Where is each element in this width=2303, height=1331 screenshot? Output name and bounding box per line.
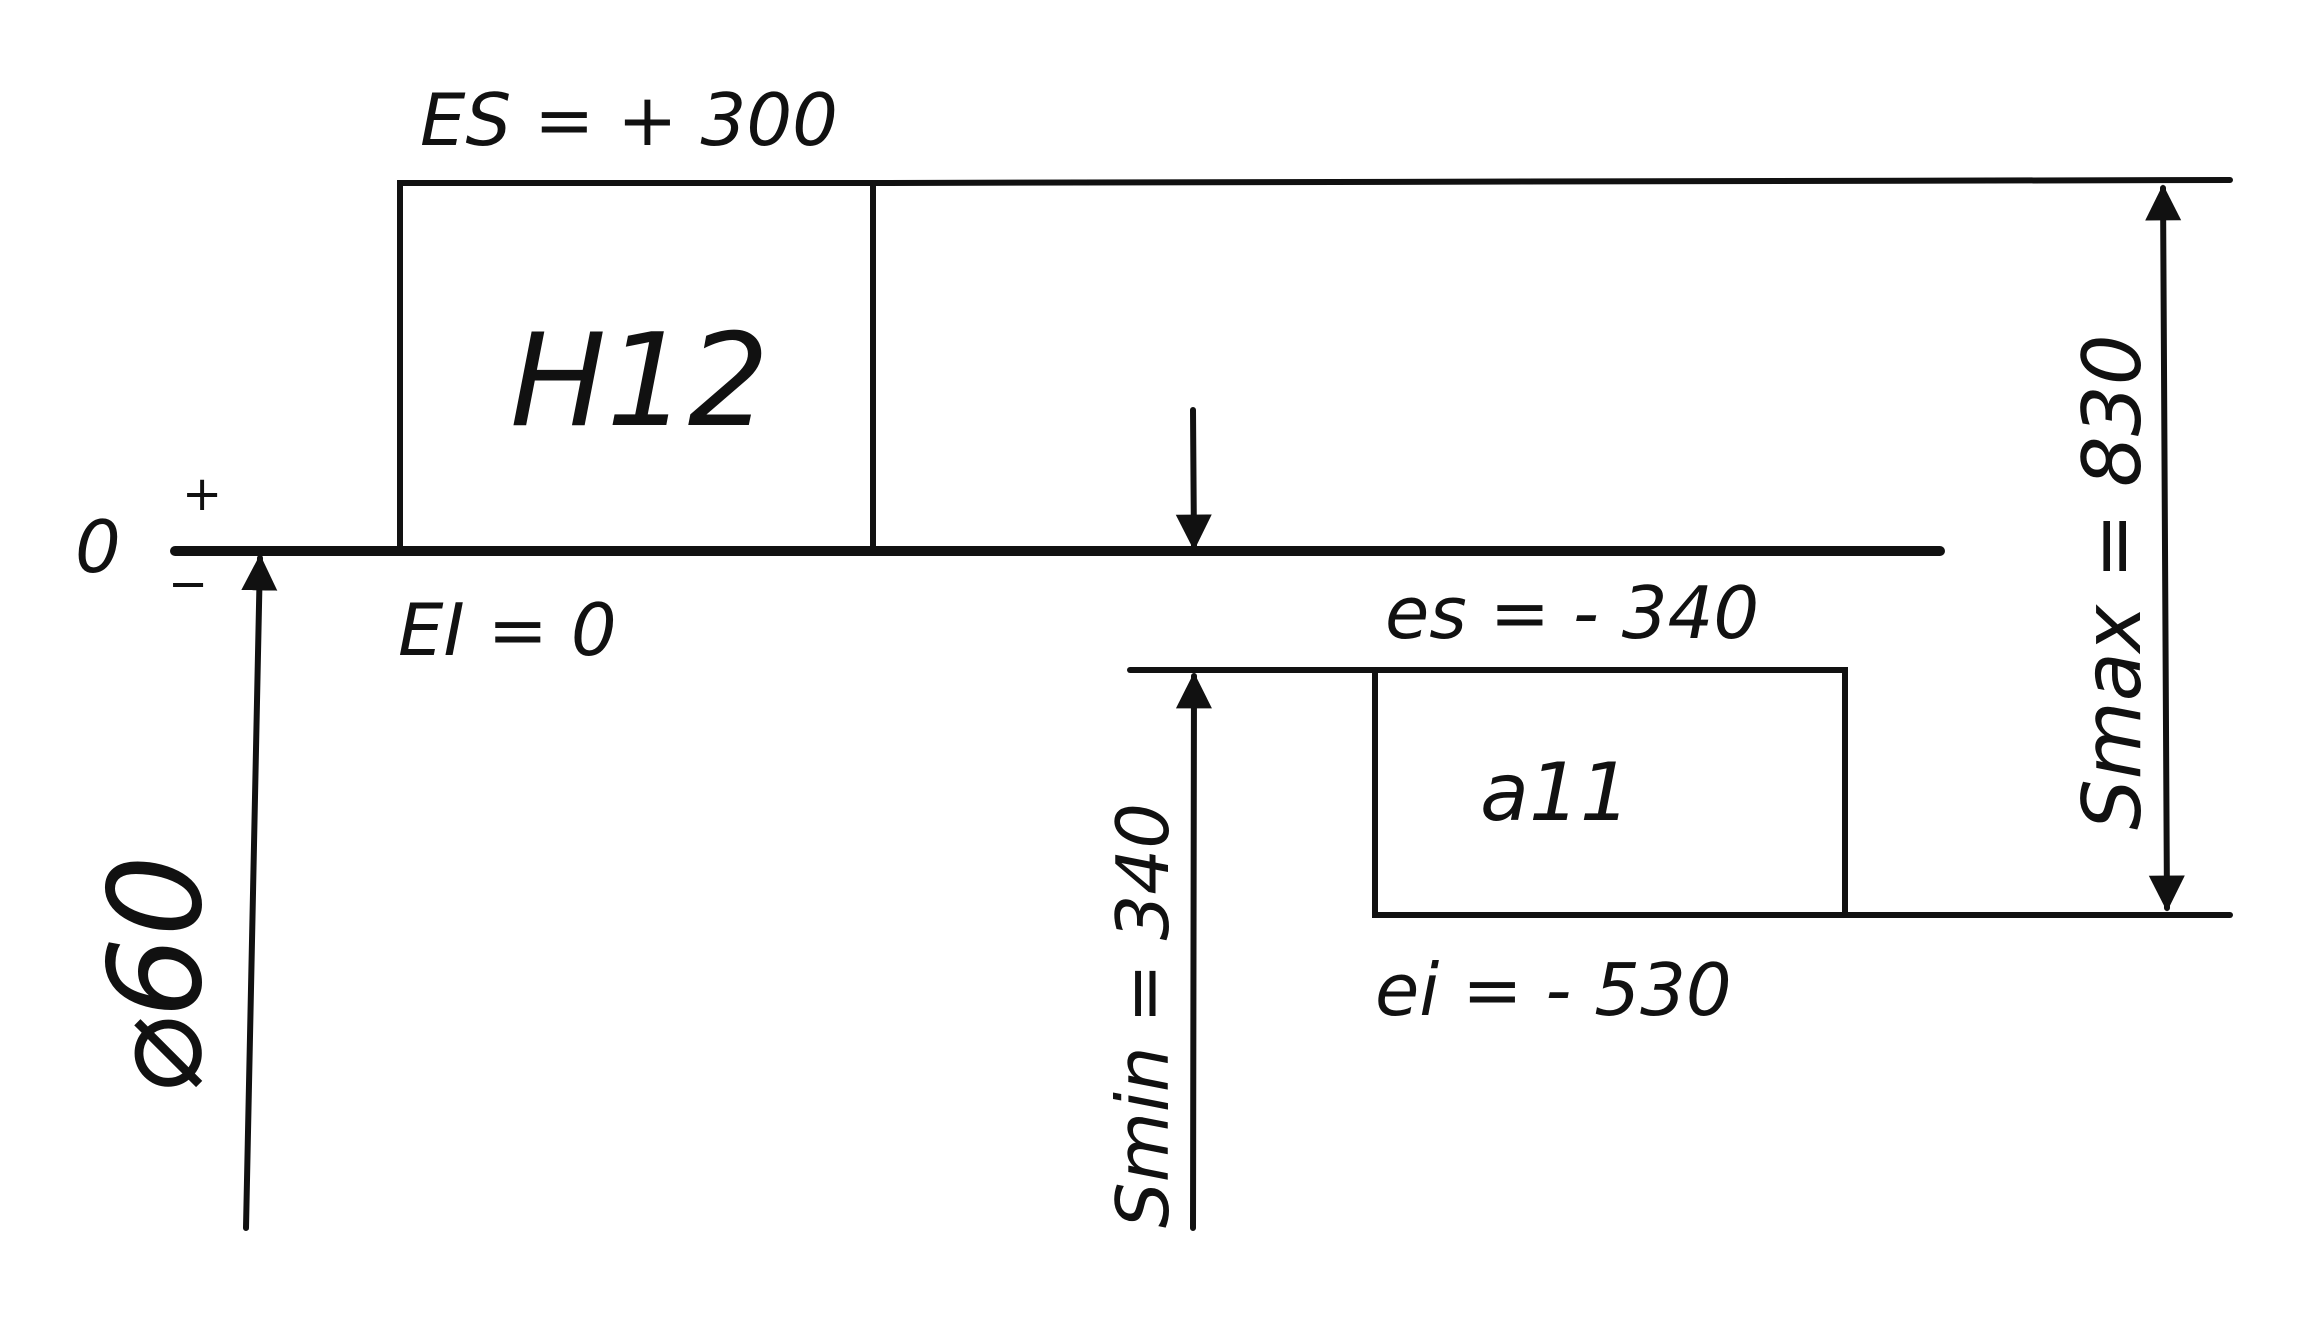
shaft-lower-deviation-label: ei = - 530 — [1375, 948, 1732, 1032]
nominal-size-dimension-line — [241, 554, 278, 1231]
max-clearance-label: Smax = 830 — [2066, 334, 2159, 830]
smin-dimension-line — [1175, 672, 1212, 1231]
hole-lower-deviation-label: EI = 0 — [398, 588, 617, 672]
zero-line-minus-sign: − — [168, 556, 208, 612]
smin-upper-leader — [1175, 407, 1212, 551]
shaft-tolerance-zone — [1372, 667, 1848, 918]
hole-tolerance-zone — [397, 180, 876, 554]
zero-line-label: 0 — [75, 505, 121, 589]
min-clearance-label: Smin = 340 — [1101, 803, 1185, 1228]
nominal-size-label: ⌀60 — [82, 855, 231, 1095]
shaft-zone-label: a11 — [1480, 746, 1631, 839]
hole-upper-extension-line — [870, 177, 2233, 186]
zero-line-plus-sign: + — [182, 466, 222, 522]
shaft-upper-deviation-label: es = - 340 — [1385, 571, 1759, 655]
hole-upper-deviation-label: ES = + 300 — [420, 78, 838, 162]
hole-zone-label: H12 — [510, 307, 769, 456]
smax-dimension-line — [2145, 184, 2185, 912]
